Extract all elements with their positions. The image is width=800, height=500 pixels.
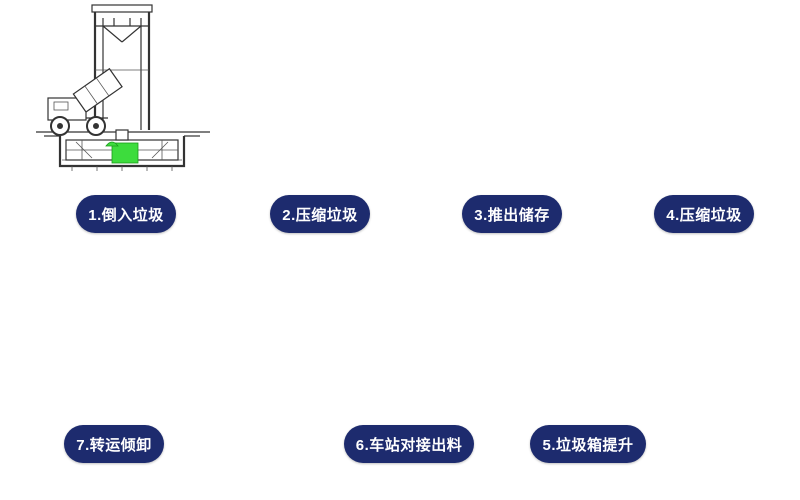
step-label-7: 7.转运倾卸 bbox=[64, 425, 164, 463]
step-label-3: 3.推出储存 bbox=[462, 195, 562, 233]
step-label-1: 1.倒入垃圾 bbox=[76, 195, 176, 233]
step-label-4: 4.压缩垃圾 bbox=[654, 195, 754, 233]
step-1-illustration bbox=[36, 3, 210, 173]
step-label-5: 5.垃圾箱提升 bbox=[530, 425, 646, 463]
step-label-2: 2.压缩垃圾 bbox=[270, 195, 370, 233]
step-label-6: 6.车站对接出料 bbox=[344, 425, 474, 463]
